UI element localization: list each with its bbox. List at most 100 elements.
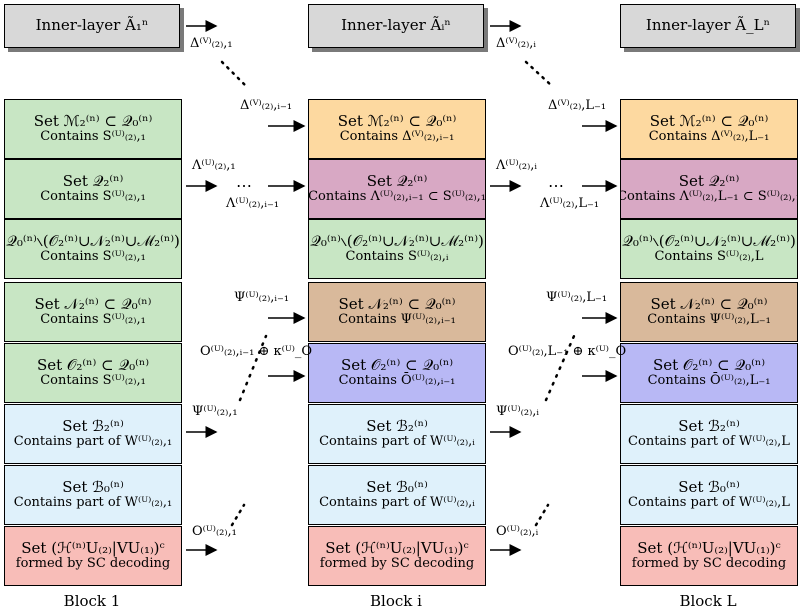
dots-delta-gap1 xyxy=(220,60,248,88)
set-box-contents: Contains Ψ⁽ᵁ⁾₍₂₎,L₋₁ xyxy=(647,312,771,328)
dots-o-gap2 xyxy=(534,503,550,527)
label-psi-1: Ψ⁽ᵁ⁾₍₂₎,₁ xyxy=(192,404,238,419)
label-delta-im1: Δ⁽ⱽ⁾₍₂₎,ᵢ₋₁ xyxy=(240,98,293,113)
set-box-title: Set 𝒩₂⁽ⁿ⁾ ⊂ 𝒬₀⁽ⁿ⁾ xyxy=(338,294,456,313)
label-psi-Lm1: Ψ⁽ᵁ⁾₍₂₎,L₋₁ xyxy=(546,290,608,305)
block-label-i: Block i xyxy=(370,592,422,610)
set-box-block2-row5: Set 𝒪₂⁽ⁿ⁾ ⊂ 𝒬₀⁽ⁿ⁾Contains Ō⁽ᵁ⁾₍₂₎,ᵢ₋₁ xyxy=(308,343,486,403)
label-delta-1: Δ⁽ⱽ⁾₍₂₎,₁ xyxy=(190,36,233,51)
block-label-1: Block 1 xyxy=(63,592,121,610)
set-box-contents: Contains Λ⁽ᵁ⁾₍₂₎,ᵢ₋₁ ⊂ S⁽ᵁ⁾₍₂₎,₁ xyxy=(308,189,486,205)
set-box-title: 𝒬₀⁽ⁿ⁾∖(𝒪₂⁽ⁿ⁾∪𝒩₂⁽ⁿ⁾∪ℳ₂⁽ⁿ⁾) xyxy=(6,231,180,250)
label-psi-i: Ψ⁽ᵁ⁾₍₂₎,ᵢ xyxy=(496,404,540,419)
set-box-title: Set ℬ₀⁽ⁿ⁾ xyxy=(366,477,428,496)
set-box-contents: formed by SC decoding xyxy=(15,556,171,572)
set-box-title: Set ℬ₂⁽ⁿ⁾ xyxy=(62,416,124,435)
set-box-title: Set 𝒬₂⁽ⁿ⁾ xyxy=(678,171,740,190)
set-box-contents: Contains Λ⁽ᵁ⁾₍₂₎,L₋₁ ⊂ S⁽ᵁ⁾₍₂₎,₁ xyxy=(620,189,798,205)
set-box-block1-row7: Set ℬ₀⁽ⁿ⁾Contains part of W⁽ᵁ⁾₍₂₎,₁ xyxy=(4,465,182,525)
set-box-block2-row4: Set 𝒩₂⁽ⁿ⁾ ⊂ 𝒬₀⁽ⁿ⁾Contains Ψ⁽ᵁ⁾₍₂₎,ᵢ₋₁ xyxy=(308,282,486,342)
set-box-title: Set ℬ₀⁽ⁿ⁾ xyxy=(62,477,124,496)
set-box-block3-row3: 𝒬₀⁽ⁿ⁾∖(𝒪₂⁽ⁿ⁾∪𝒩₂⁽ⁿ⁾∪ℳ₂⁽ⁿ⁾)Contains S⁽ᵁ⁾₍₂… xyxy=(620,219,798,279)
set-box-title: Set ℳ₂⁽ⁿ⁾ ⊂ 𝒬₀⁽ⁿ⁾ xyxy=(33,111,153,130)
label-psi-im1: Ψ⁽ᵁ⁾₍₂₎,ᵢ₋₁ xyxy=(234,290,290,305)
set-box-contents: Contains part of W⁽ᵁ⁾₍₂₎,L xyxy=(628,434,790,450)
label-lambda-im1: Λ⁽ᵁ⁾₍₂₎,ᵢ₋₁ xyxy=(226,196,280,211)
set-box-contents: Contains part of W⁽ᵁ⁾₍₂₎,ᵢ xyxy=(319,434,475,450)
dots-lambda-gap1: ⋯ xyxy=(236,176,253,195)
set-box-block1-row6: Set ℬ₂⁽ⁿ⁾Contains part of W⁽ᵁ⁾₍₂₎,₁ xyxy=(4,404,182,464)
inner-layer-L: Inner-layer Ã_Lⁿ xyxy=(620,4,796,48)
set-box-block3-row4: Set 𝒩₂⁽ⁿ⁾ ⊂ 𝒬₀⁽ⁿ⁾Contains Ψ⁽ᵁ⁾₍₂₎,L₋₁ xyxy=(620,282,798,342)
set-box-contents: Contains Δ⁽ⱽ⁾₍₂₎,L₋₁ xyxy=(648,129,770,145)
dots-delta-gap2 xyxy=(524,60,554,88)
set-box-title: Set ℬ₀⁽ⁿ⁾ xyxy=(678,477,740,496)
inner-layer-i: Inner-layer Ãᵢⁿ xyxy=(308,4,484,48)
set-box-contents: Contains part of W⁽ᵁ⁾₍₂₎,L xyxy=(628,495,790,511)
set-box-block2-row1: Set ℳ₂⁽ⁿ⁾ ⊂ 𝒬₀⁽ⁿ⁾Contains Δ⁽ⱽ⁾₍₂₎,ᵢ₋₁ xyxy=(308,99,486,159)
set-box-block2-row7: Set ℬ₀⁽ⁿ⁾Contains part of W⁽ᵁ⁾₍₂₎,ᵢ xyxy=(308,465,486,525)
set-box-contents: Contains S⁽ᵁ⁾₍₂₎,₁ xyxy=(40,129,146,145)
set-box-title: Set 𝒪₂⁽ⁿ⁾ ⊂ 𝒬₀⁽ⁿ⁾ xyxy=(36,355,149,374)
label-delta-i: Δ⁽ⱽ⁾₍₂₎,ᵢ xyxy=(496,36,537,51)
set-box-block3-row1: Set ℳ₂⁽ⁿ⁾ ⊂ 𝒬₀⁽ⁿ⁾Contains Δ⁽ⱽ⁾₍₂₎,L₋₁ xyxy=(620,99,798,159)
dots-lambda-gap2: ⋯ xyxy=(548,176,565,195)
set-box-contents: Contains part of W⁽ᵁ⁾₍₂₎,₁ xyxy=(13,495,173,511)
set-box-contents: Contains part of W⁽ᵁ⁾₍₂₎,ᵢ xyxy=(319,495,475,511)
set-box-block2-row2: Set 𝒬₂⁽ⁿ⁾Contains Λ⁽ᵁ⁾₍₂₎,ᵢ₋₁ ⊂ S⁽ᵁ⁾₍₂₎,… xyxy=(308,159,486,219)
set-box-title: Set (ℋ⁽ⁿ⁾U₍₂₎|VU₍₁₎)ᶜ xyxy=(21,538,165,557)
label-o-i: O⁽ᵁ⁾₍₂₎,ᵢ xyxy=(496,524,539,539)
label-o-im1: O⁽ᵁ⁾₍₂₎,ᵢ₋₁ ⊕ κ⁽ᵁ⁾_O xyxy=(200,344,313,359)
set-box-block3-row7: Set ℬ₀⁽ⁿ⁾Contains part of W⁽ᵁ⁾₍₂₎,L xyxy=(620,465,798,525)
set-box-block3-row2: Set 𝒬₂⁽ⁿ⁾Contains Λ⁽ᵁ⁾₍₂₎,L₋₁ ⊂ S⁽ᵁ⁾₍₂₎,… xyxy=(620,159,798,219)
set-box-title: Set (ℋ⁽ⁿ⁾U₍₂₎|VU₍₁₎)ᶜ xyxy=(325,538,469,557)
set-box-block1-row2: Set 𝒬₂⁽ⁿ⁾Contains S⁽ᵁ⁾₍₂₎,₁ xyxy=(4,159,182,219)
set-box-contents: Contains Ō⁽ᵁ⁾₍₂₎,ᵢ₋₁ xyxy=(338,373,456,389)
set-box-block3-row5: Set 𝒪₂⁽ⁿ⁾ ⊂ 𝒬₀⁽ⁿ⁾Contains Ō⁽ᵁ⁾₍₂₎,L₋₁ xyxy=(620,343,798,403)
set-box-title: Set ℬ₂⁽ⁿ⁾ xyxy=(366,416,428,435)
set-box-contents: Contains Ō⁽ᵁ⁾₍₂₎,L₋₁ xyxy=(647,373,771,389)
label-delta-Lm1: Δ⁽ⱽ⁾₍₂₎,L₋₁ xyxy=(548,98,607,113)
set-box-contents: Contains Ψ⁽ᵁ⁾₍₂₎,ᵢ₋₁ xyxy=(338,312,456,328)
set-box-contents: Contains S⁽ᵁ⁾₍₂₎,₁ xyxy=(40,373,146,389)
set-box-block2-row3: 𝒬₀⁽ⁿ⁾∖(𝒪₂⁽ⁿ⁾∪𝒩₂⁽ⁿ⁾∪ℳ₂⁽ⁿ⁾)Contains S⁽ᵁ⁾₍₂… xyxy=(308,219,486,279)
label-lambda-1: Λ⁽ᵁ⁾₍₂₎,₁ xyxy=(192,158,236,173)
set-box-title: Set (ℋ⁽ⁿ⁾U₍₂₎|VU₍₁₎)ᶜ xyxy=(637,538,781,557)
set-box-contents: Contains S⁽ᵁ⁾₍₂₎,ᵢ xyxy=(345,249,449,265)
set-box-contents: Contains S⁽ᵁ⁾₍₂₎,₁ xyxy=(40,312,146,328)
dots-o-gap1 xyxy=(230,503,246,527)
label-o-1: O⁽ᵁ⁾₍₂₎,₁ xyxy=(192,524,237,539)
set-box-title: 𝒬₀⁽ⁿ⁾∖(𝒪₂⁽ⁿ⁾∪𝒩₂⁽ⁿ⁾∪ℳ₂⁽ⁿ⁾) xyxy=(622,231,796,250)
set-box-title: Set ℳ₂⁽ⁿ⁾ ⊂ 𝒬₀⁽ⁿ⁾ xyxy=(337,111,457,130)
set-box-title: Set 𝒩₂⁽ⁿ⁾ ⊂ 𝒬₀⁽ⁿ⁾ xyxy=(34,294,152,313)
set-box-contents: Contains part of W⁽ᵁ⁾₍₂₎,₁ xyxy=(13,434,173,450)
set-box-title: Set 𝒪₂⁽ⁿ⁾ ⊂ 𝒬₀⁽ⁿ⁾ xyxy=(340,355,453,374)
set-box-block2-row6: Set ℬ₂⁽ⁿ⁾Contains part of W⁽ᵁ⁾₍₂₎,ᵢ xyxy=(308,404,486,464)
set-box-title: Set ℳ₂⁽ⁿ⁾ ⊂ 𝒬₀⁽ⁿ⁾ xyxy=(649,111,769,130)
set-box-title: Set 𝒬₂⁽ⁿ⁾ xyxy=(62,171,124,190)
set-box-title: Set 𝒬₂⁽ⁿ⁾ xyxy=(366,171,428,190)
set-box-contents: Contains S⁽ᵁ⁾₍₂₎,L xyxy=(654,249,764,265)
set-box-title: Set 𝒩₂⁽ⁿ⁾ ⊂ 𝒬₀⁽ⁿ⁾ xyxy=(650,294,768,313)
set-box-contents: Contains S⁽ᵁ⁾₍₂₎,₁ xyxy=(40,249,146,265)
set-box-contents: formed by SC decoding xyxy=(319,556,475,572)
label-o-Lm1: O⁽ᵁ⁾₍₂₎,L₋₁ ⊕ κ⁽ᵁ⁾_O xyxy=(508,344,627,359)
set-box-title: Set 𝒪₂⁽ⁿ⁾ ⊂ 𝒬₀⁽ⁿ⁾ xyxy=(652,355,765,374)
set-box-contents: formed by SC decoding xyxy=(631,556,787,572)
set-box-block1-row1: Set ℳ₂⁽ⁿ⁾ ⊂ 𝒬₀⁽ⁿ⁾Contains S⁽ᵁ⁾₍₂₎,₁ xyxy=(4,99,182,159)
set-box-contents: Contains S⁽ᵁ⁾₍₂₎,₁ xyxy=(40,189,146,205)
block-label-L: Block L xyxy=(679,592,737,610)
set-box-block1-row3: 𝒬₀⁽ⁿ⁾∖(𝒪₂⁽ⁿ⁾∪𝒩₂⁽ⁿ⁾∪ℳ₂⁽ⁿ⁾)Contains S⁽ᵁ⁾₍₂… xyxy=(4,219,182,279)
set-box-block1-row4: Set 𝒩₂⁽ⁿ⁾ ⊂ 𝒬₀⁽ⁿ⁾Contains S⁽ᵁ⁾₍₂₎,₁ xyxy=(4,282,182,342)
set-box-block3-row6: Set ℬ₂⁽ⁿ⁾Contains part of W⁽ᵁ⁾₍₂₎,L xyxy=(620,404,798,464)
set-box-contents: Contains Δ⁽ⱽ⁾₍₂₎,ᵢ₋₁ xyxy=(339,129,455,145)
set-box-title: Set ℬ₂⁽ⁿ⁾ xyxy=(678,416,740,435)
set-box-block1-row5: Set 𝒪₂⁽ⁿ⁾ ⊂ 𝒬₀⁽ⁿ⁾Contains S⁽ᵁ⁾₍₂₎,₁ xyxy=(4,343,182,403)
set-box-title: 𝒬₀⁽ⁿ⁾∖(𝒪₂⁽ⁿ⁾∪𝒩₂⁽ⁿ⁾∪ℳ₂⁽ⁿ⁾) xyxy=(310,231,484,250)
label-lambda-i: Λ⁽ᵁ⁾₍₂₎,ᵢ xyxy=(496,158,538,173)
label-lambda-Lm1: Λ⁽ᵁ⁾₍₂₎,L₋₁ xyxy=(540,196,600,211)
